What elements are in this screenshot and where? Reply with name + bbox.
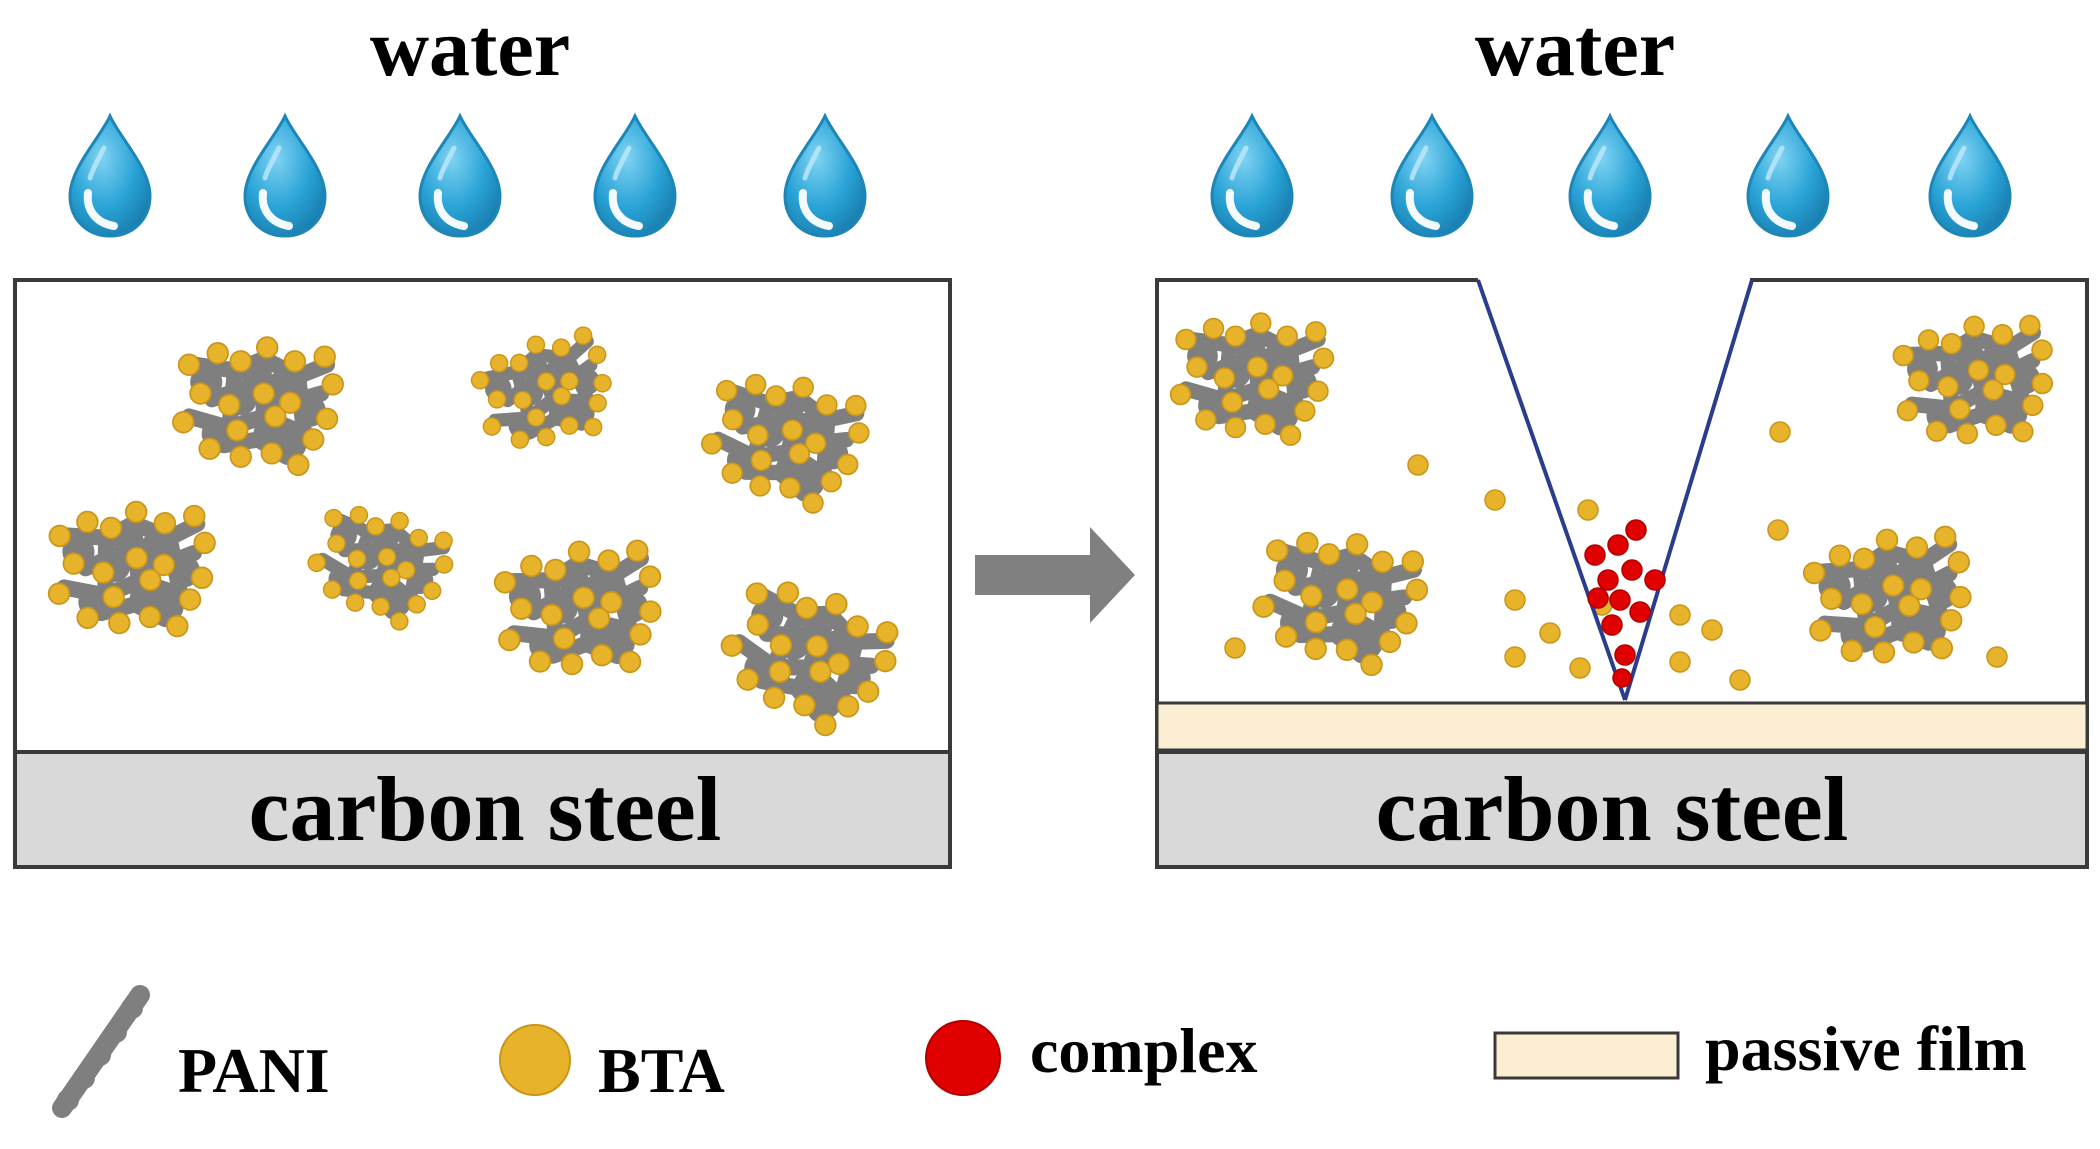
passive-film-layer xyxy=(1155,701,2089,752)
released-bta-particles xyxy=(1224,421,2008,691)
right-water-drops xyxy=(1212,116,2010,236)
left-carbon-steel xyxy=(13,750,952,869)
left-panel: water carbon steel xyxy=(13,2,952,869)
water-drop-icon xyxy=(1212,116,1292,236)
legend-pani-label: PANI xyxy=(178,1035,330,1106)
water-drop-icon xyxy=(70,116,150,236)
passive-film-legend-icon xyxy=(1493,1031,1680,1080)
right-water-label: water xyxy=(1475,2,1675,93)
water-drop-icon xyxy=(420,116,500,236)
complex-legend-icon xyxy=(925,1020,1001,1096)
legend-bta-label: BTA xyxy=(598,1035,725,1106)
left-water-label: water xyxy=(370,2,570,93)
scratch-defect-lines xyxy=(1476,279,1754,701)
water-drop-icon xyxy=(245,116,325,236)
legend-passive-film-label: passive film xyxy=(1705,1013,2027,1084)
right-carbon-steel xyxy=(1155,750,2089,869)
left-water-drops xyxy=(70,116,865,236)
legend: PANI BTA complex passive film xyxy=(52,985,2027,1118)
left-substrate-label: carbon steel xyxy=(249,758,722,860)
water-drop-icon xyxy=(595,116,675,236)
right-substrate-label: carbon steel xyxy=(1376,758,1849,860)
water-drop-icon xyxy=(1570,116,1650,236)
bta-legend-icon xyxy=(499,1024,571,1096)
pani-legend-icon xyxy=(52,985,150,1118)
right-panel: water xyxy=(1155,2,2089,869)
water-drop-icon xyxy=(785,116,865,236)
legend-complex-label: complex xyxy=(1030,1015,1258,1086)
right-arrow-icon xyxy=(975,527,1135,623)
water-drop-icon xyxy=(1930,116,2010,236)
water-drop-icon xyxy=(1392,116,1472,236)
water-drop-icon xyxy=(1748,116,1828,236)
complex-particles xyxy=(1584,519,1666,688)
